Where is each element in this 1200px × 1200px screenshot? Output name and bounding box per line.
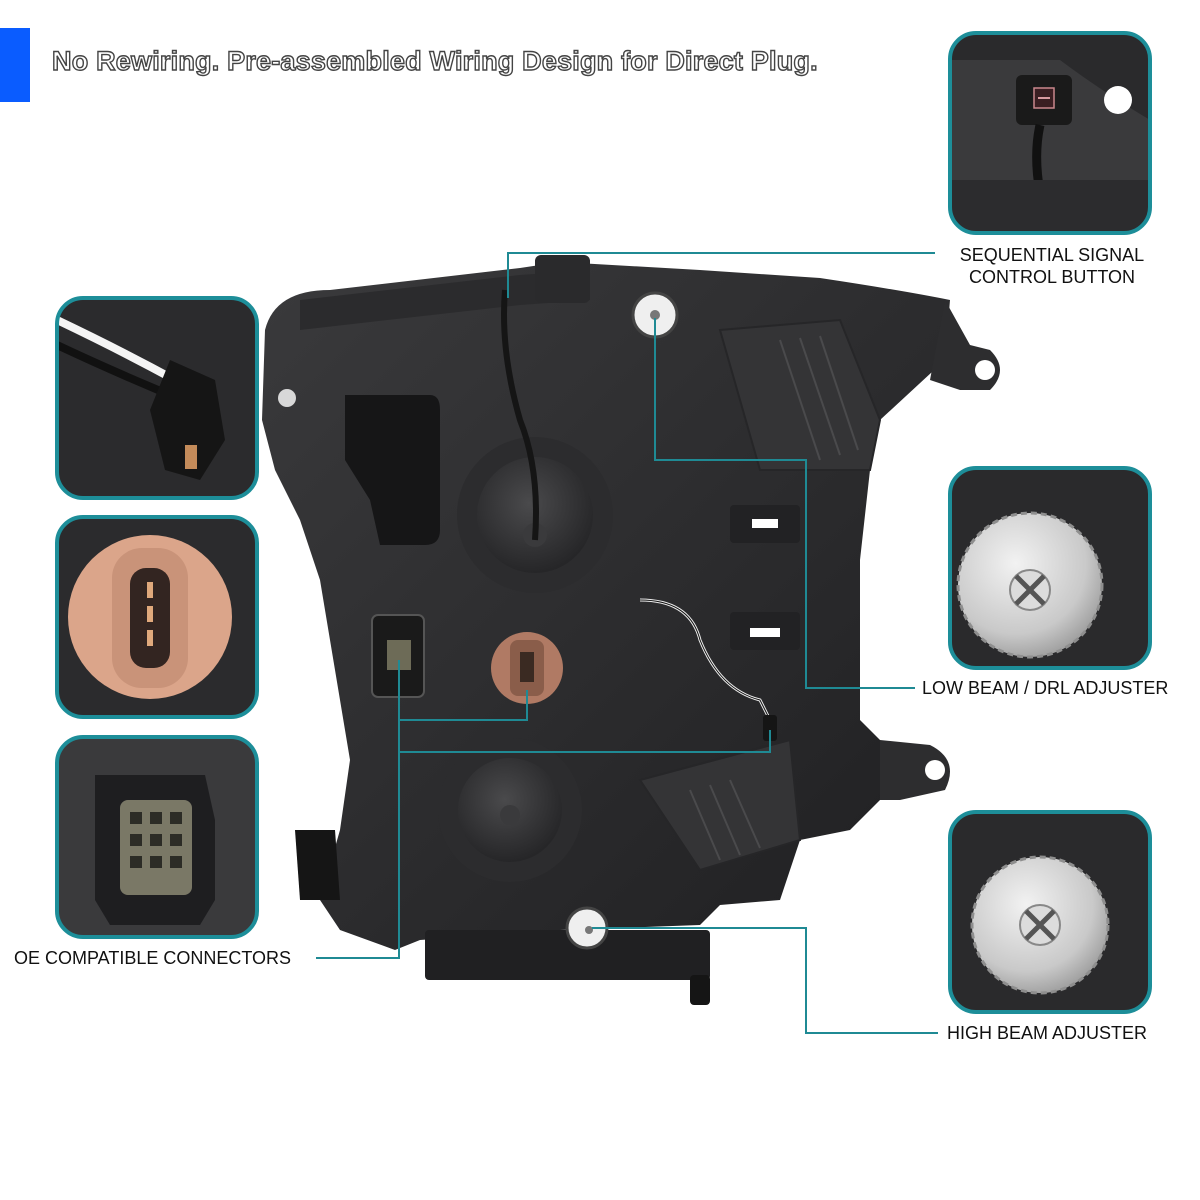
inset-low-beam-adjuster (948, 466, 1152, 670)
connector-tan (491, 632, 563, 704)
label-high-beam-adjuster: HIGH BEAM ADJUSTER (947, 1023, 1148, 1043)
inset-high-beam-adjuster (948, 810, 1152, 1014)
high-beam-bolt (565, 906, 609, 950)
label-oe-connectors: OE COMPATIBLE CONNECTORS (14, 948, 292, 968)
inset-wire-plug (55, 296, 259, 500)
accent-bar (0, 28, 30, 102)
callout-lines (316, 252, 938, 1034)
inset-black-connector (55, 735, 259, 939)
label-sequential-signal: SEQUENTIAL SIGNAL CONTROL BUTTON (948, 244, 1156, 288)
label-sequential-line1: SEQUENTIAL SIGNAL (959, 245, 1145, 265)
headlight-housing (262, 255, 1000, 1005)
connector-black (371, 614, 425, 698)
inset-sequential-button (948, 31, 1152, 235)
label-sequential-line2: CONTROL BUTTON (968, 267, 1135, 287)
inset-tan-connector (55, 515, 259, 719)
headline: No Rewiring. Pre-assembled Wiring Design… (51, 45, 818, 76)
label-low-beam-adjuster: LOW BEAM / DRL ADJUSTER (922, 678, 1169, 698)
